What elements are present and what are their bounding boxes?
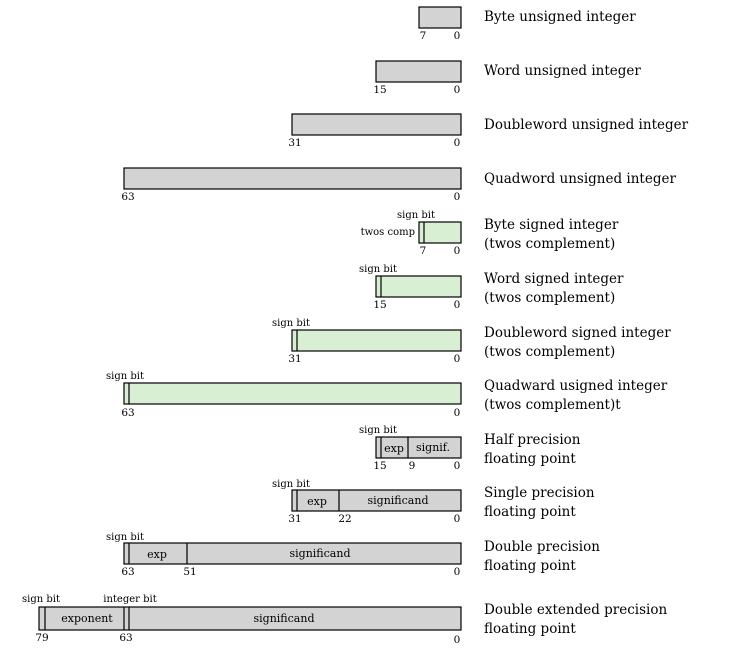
sign-bit-annotation: sign bit [106,532,144,543]
bit-label-high: 15 [373,84,386,96]
bit-label-high: 63 [121,191,134,203]
exp-field-label: exp [384,442,404,455]
row-doubleword-unsigned-integer: 31 0 Doubleword unsigned integer [288,113,689,149]
row-quadword-signed-integer: sign bit 63 0 Quadward usigned integer (… [106,371,668,419]
sign-bit-annotation: sign bit [22,594,60,605]
bit-label-high: 15 [373,460,386,472]
bit-label-high: 7 [420,245,427,257]
description-line-1: Byte signed integer [484,217,619,233]
integer-bit-annotation: integer bit [103,594,156,605]
quadword-unsigned-box [123,167,462,190]
description-line-1: Double precision [484,539,600,555]
row-byte-unsigned-integer: 7 0 Byte unsigned integer [418,6,636,42]
row-double-extended-precision-float: sign bit integer bit exponent significan… [22,594,667,646]
sign-bit-annotation: sign bit [272,318,310,329]
row-byte-signed-integer: sign bit twos comp 7 0 Byte signed integ… [361,210,619,257]
description-line-2: (twos complement)t [484,397,621,413]
word-unsigned-box [375,60,462,83]
bit-label-high: 31 [288,353,301,365]
description-line-1: Double extended precision [484,602,667,618]
bit-label-low: 0 [454,407,461,419]
row-doubleword-signed-integer: sign bit 31 0 Doubleword signed integer … [272,318,671,365]
byte-unsigned-box [418,6,462,29]
sign-bit-annotation: sign bit [272,479,310,490]
row-word-signed-integer: sign bit 15 0 Word signed integer (twos … [359,264,624,311]
sign-bit-annotation: sign bit [397,210,435,221]
bit-label-high: 15 [373,299,386,311]
bit-label-low: 0 [454,566,461,578]
description-line-1: Byte unsigned integer [484,9,636,25]
exponent-field-label: exponent [61,612,113,625]
double-extended-box [38,606,462,631]
byte-signed-box [418,221,462,244]
twos-comp-label: twos comp [361,227,415,238]
bit-label-mid: 22 [338,513,351,525]
significand-field-label: significand [254,612,315,625]
bit-label-high: 31 [288,137,301,149]
bit-label-low: 0 [454,460,461,472]
description-line-2: floating point [484,504,576,520]
exp-field-label: exp [307,495,327,508]
row-word-unsigned-integer: 15 0 Word unsigned integer [373,60,641,96]
sign-bit-annotation: sign bit [359,264,397,275]
significand-field-label: signif. [416,441,450,454]
exp-field-label: exp [147,548,167,561]
row-single-precision-float: sign bit exp significand 31 22 0 Single … [272,479,595,525]
bit-label-low: 0 [454,84,461,96]
bit-label-high: 63 [121,566,134,578]
bit-label-low: 0 [454,137,461,149]
description-line-2: floating point [484,451,576,467]
significand-field-label: significand [368,494,429,507]
bit-label-high: 63 [121,407,134,419]
doubleword-signed-box [291,329,462,352]
bit-label-high: 7 [420,30,427,42]
row-quadword-unsigned-integer: 63 0 Quadword unsigned integer [121,167,676,203]
description-line-1: Doubleword signed integer [484,325,671,341]
description-line-1: Single precision [484,485,595,501]
bit-label-low: 0 [454,30,461,42]
bit-label-low: 0 [454,634,461,646]
single-precision-box [291,489,462,512]
double-precision-box [123,542,462,565]
description-line-2: (twos complement) [484,344,615,360]
description-line-2: (twos complement) [484,290,615,306]
word-signed-box [375,275,462,298]
bit-label-high: 79 [35,632,48,644]
description-line-1: Quadword unsigned integer [484,171,676,187]
quadword-signed-box [123,382,462,405]
bit-label-low: 0 [454,245,461,257]
sign-bit-annotation: sign bit [106,371,144,382]
description-line-2: floating point [484,558,576,574]
row-half-precision-float: sign bit exp signif. 15 9 0 Half precisi… [359,425,581,472]
bit-label-low: 0 [454,513,461,525]
bit-label-low: 0 [454,353,461,365]
bit-label-low: 0 [454,299,461,311]
bit-label-mid: 9 [409,460,416,472]
row-double-precision-float: sign bit exp significand 63 51 0 Double … [106,532,600,578]
description-line-2: (twos complement) [484,236,615,252]
description-line-2: floating point [484,621,576,637]
description-line-1: Word unsigned integer [484,63,641,79]
description-line-1: Doubleword unsigned integer [484,117,689,133]
significand-field-label: significand [290,547,351,560]
description-line-1: Word signed integer [484,271,624,287]
bit-label-mid: 51 [183,566,196,578]
bit-label-mid: 63 [119,632,132,644]
bit-label-high: 31 [288,513,301,525]
bit-label-low: 0 [454,191,461,203]
description-line-1: Half precision [484,432,581,448]
half-precision-box [375,436,462,459]
description-line-1: Quadward usigned integer [484,378,668,394]
sign-bit-annotation: sign bit [359,425,397,436]
doubleword-unsigned-box [291,113,462,136]
